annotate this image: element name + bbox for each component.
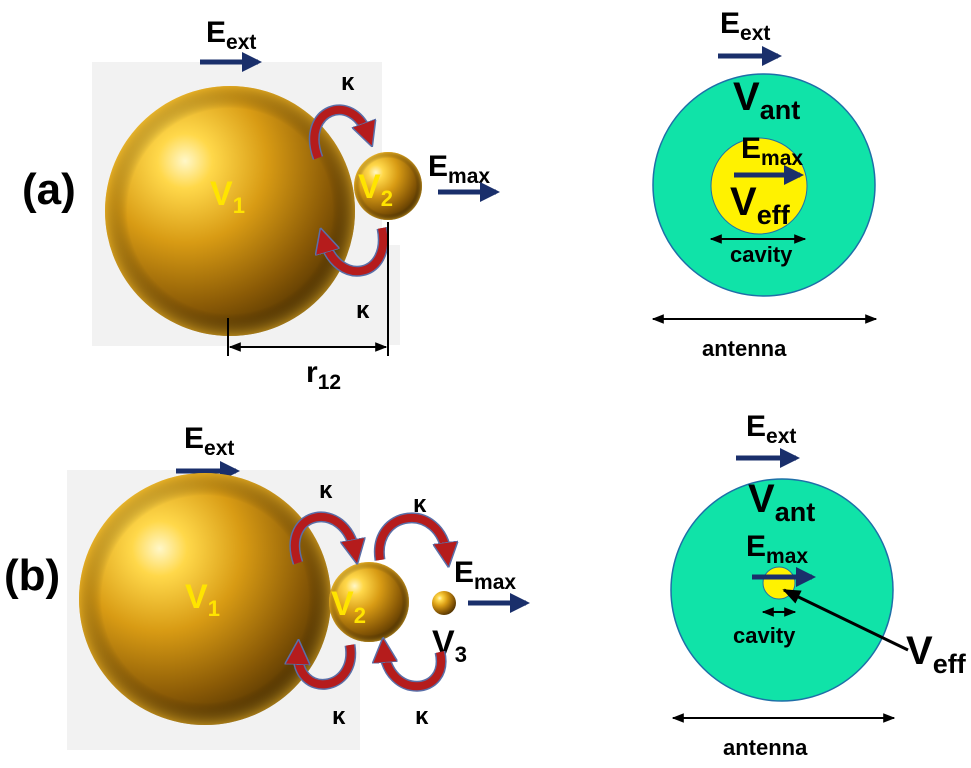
schematic-b-cavity-label: cavity [733,623,796,648]
panel-a-label: (a) [22,165,76,214]
r12-label: r12 [306,356,341,394]
coupling-arrow-top [310,105,368,160]
panel-a-e-ext-label: Eext [206,16,256,54]
sphere-v3 [432,591,456,615]
panel-a-kappa-bottom: κ [356,297,370,324]
schematic-b-e-max-label: Emax [746,530,808,568]
schematic-a-e-max-label: Emax [741,132,803,170]
cavity-circle-a [710,137,808,235]
schematic-a-v-eff-label: Veff [730,180,791,230]
panel-b-kappa-bottom-1: κ [332,703,346,730]
sphere-v1-rim [105,86,355,336]
panel-b-v3-label: V3 [432,624,467,667]
panel-b-kappa-bottom-2: κ [415,703,429,730]
panel-b-label: (b) [4,551,60,600]
panel-b-kappa-top-2: κ [413,491,427,518]
panel-b-kappa-top-1: κ [319,477,333,504]
panel-a-v1-label: V1 [210,175,245,218]
panel-a-e-max-label: Emax [428,150,490,188]
coupling-arrow-bottom [324,228,388,276]
panel-b-spheres: (b) Eext V1 V2 V3 κ κ κ κ Emax [4,422,530,750]
panel-b-v1-label: V1 [185,578,220,621]
panel-b-e-ext-label: Eext [184,422,234,460]
panel-b-v2-label: V2 [331,585,366,628]
schematic-a-antenna-label: antenna [702,336,787,361]
coupling-arrow-bottom-1 [298,645,355,689]
schematic-b-v-ant-label: Vant [748,477,815,527]
panel-a-schematic: Eext Vant Emax Veff cavity antenna [651,7,878,361]
schematic-b-antenna-label: antenna [723,735,808,760]
schematic-a-cavity-label: cavity [730,242,793,267]
panel-a-kappa-top: κ [341,69,355,96]
schematic-b-v-eff-label: Veff [906,629,967,679]
schematic-a-e-ext-label: Eext [720,7,770,45]
sphere-v1-b-rim [79,473,331,725]
coupling-arrow-top-1 [290,512,355,563]
schematic-b-e-ext-label: Eext [746,410,796,448]
coupling-arrow-bottom-2 [384,650,446,691]
schematic-a-v-ant-label: Vant [733,75,800,125]
panel-b-schematic: Eext Vant Emax cavity Veff antenna [670,410,967,760]
panel-a-spheres: (a) Eext V1 V2 κ κ Emax r12 [22,16,500,394]
panel-a-v2-label: V2 [358,168,393,211]
sphere-v2-rim [354,152,422,220]
coupling-arrow-top-2 [375,514,447,560]
panel-b-e-max-label: Emax [454,556,516,594]
v-eff-pointer-line [782,588,909,652]
sphere-v2-b-rim [329,562,409,642]
